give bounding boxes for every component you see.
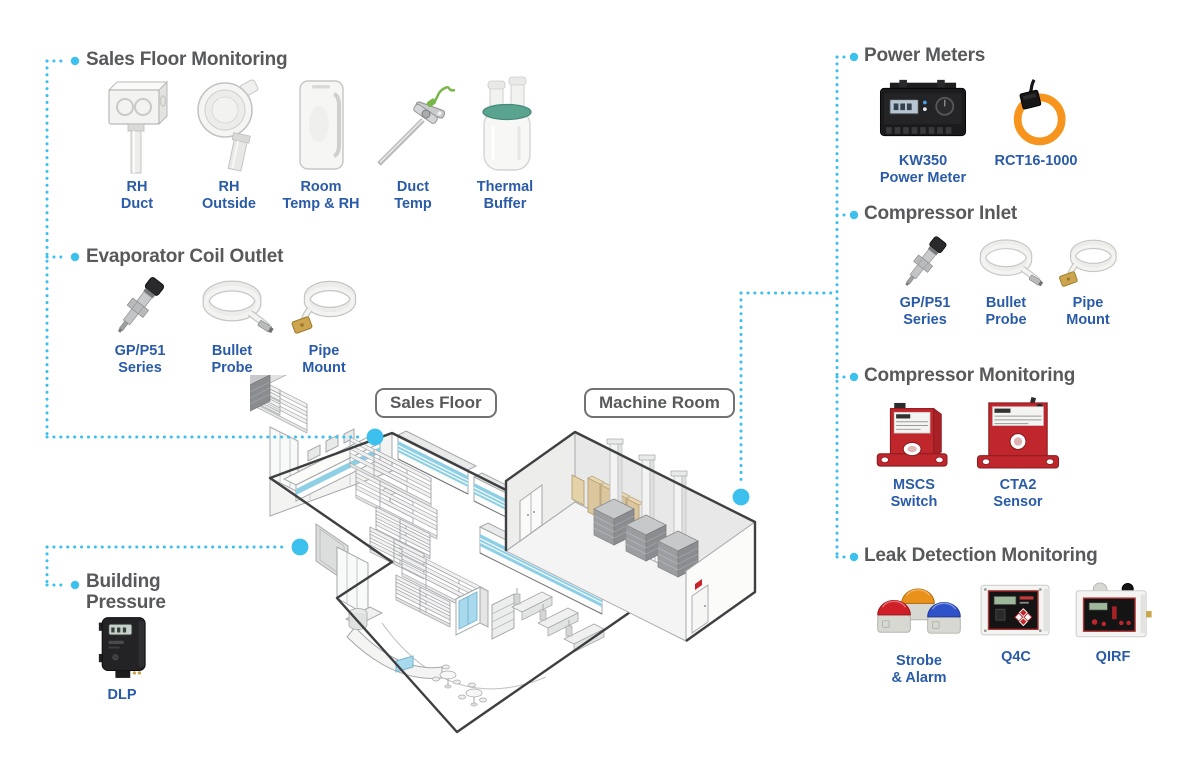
dlp-image bbox=[98, 617, 146, 678]
product-label: MSCS Switch bbox=[890, 477, 938, 510]
product-label: QIRF bbox=[1095, 649, 1131, 665]
product-pipe-mount: Pipe Mount bbox=[1046, 234, 1130, 329]
section-title-evaporator-coil-outlet: Evaporator Coil Outlet bbox=[86, 246, 284, 267]
product-label: GP/P51 Series bbox=[114, 343, 166, 376]
sales-floor-badge: Sales Floor bbox=[375, 388, 497, 418]
product-label: Pipe Mount bbox=[302, 343, 346, 376]
section-title-leak-detection: Leak Detection Monitoring bbox=[864, 545, 1098, 566]
bullet-compressor-inlet bbox=[849, 210, 859, 220]
bullet-probe-image bbox=[965, 234, 1047, 292]
compressor-inlet-products: GP/P51 Series Bullet Probe Pipe Mount bbox=[884, 234, 1130, 329]
product-label: Bullet Probe bbox=[985, 295, 1027, 328]
bullet-probe-image bbox=[186, 274, 278, 340]
leak-detection-products: Strobe & Alarm Q4C bbox=[866, 576, 1166, 687]
qirf-image bbox=[1075, 582, 1152, 638]
product-qirf: QIRF bbox=[1060, 576, 1166, 666]
kw350-image bbox=[879, 79, 967, 137]
product-label: Q4C bbox=[1001, 649, 1031, 665]
product-rh-duct: RH Duct bbox=[91, 76, 183, 213]
bullet-sales-floor-monitoring bbox=[70, 56, 80, 66]
product-label: Duct Temp bbox=[394, 179, 432, 212]
gp-p51-image bbox=[884, 234, 966, 292]
product-label: Strobe & Alarm bbox=[891, 653, 947, 686]
product-duct-temp: Duct Temp bbox=[367, 76, 459, 213]
product-cta2-sensor: CTA2 Sensor bbox=[966, 394, 1070, 511]
red-strobe bbox=[877, 600, 911, 633]
thermal-buffer-image bbox=[482, 76, 532, 171]
product-room-temp-rh: Room Temp & RH bbox=[275, 76, 367, 213]
rh-outside-image bbox=[197, 79, 259, 172]
pipe-mount-image bbox=[278, 274, 370, 340]
product-label: Room Temp & RH bbox=[282, 179, 360, 212]
product-label: CTA2 Sensor bbox=[993, 477, 1043, 510]
section-title-compressor-inlet: Compressor Inlet bbox=[864, 203, 1018, 224]
product-label: RH Outside bbox=[202, 179, 256, 212]
product-bullet-probe: Bullet Probe bbox=[186, 274, 278, 377]
compressor-monitoring-products: MSCS Switch CTA2 Sensor bbox=[862, 394, 1070, 511]
product-label: RCT16-1000 bbox=[994, 153, 1078, 169]
bullet-evaporator-coil-outlet bbox=[70, 252, 80, 262]
power-meters-products: KW350 Power Meter RCT16-1000 bbox=[860, 74, 1086, 187]
rh-duct-image bbox=[107, 80, 169, 174]
product-bullet-probe: Bullet Probe bbox=[966, 234, 1046, 329]
section-title-power-meters: Power Meters bbox=[864, 45, 986, 66]
compressor-racks bbox=[250, 375, 699, 578]
product-label: DLP bbox=[107, 687, 137, 703]
evaporator-coil-outlet-products: GP/P51 Series Bullet Probe Pipe Mount bbox=[94, 274, 370, 377]
product-label: Bullet Probe bbox=[211, 343, 253, 376]
mscs-switch-image bbox=[876, 402, 948, 467]
product-mscs-switch: MSCS Switch bbox=[862, 394, 966, 511]
product-gp-p51: GP/P51 Series bbox=[884, 234, 966, 329]
product-pipe-mount: Pipe Mount bbox=[278, 274, 370, 377]
duct-temp-image bbox=[377, 86, 456, 166]
strobe-alarm-image bbox=[877, 588, 961, 634]
product-label: GP/P51 Series bbox=[899, 295, 951, 328]
store-floorplan-illustration bbox=[250, 375, 757, 734]
product-kw350: KW350 Power Meter bbox=[860, 74, 986, 187]
gp-p51-image bbox=[94, 274, 186, 340]
section-title-building-pressure: Building Pressure bbox=[86, 571, 166, 613]
product-dlp: DLP bbox=[84, 614, 160, 704]
exit-sign bbox=[695, 579, 702, 590]
bullet-building-pressure bbox=[70, 580, 80, 590]
product-rct16-1000: RCT16-1000 bbox=[986, 74, 1086, 170]
product-label: Thermal Buffer bbox=[476, 179, 534, 212]
machine-room-badge: Machine Room bbox=[584, 388, 735, 418]
section-title-compressor-monitoring: Compressor Monitoring bbox=[864, 365, 1076, 386]
product-label: Pipe Mount bbox=[1066, 295, 1110, 328]
machine-room-area bbox=[250, 375, 757, 642]
cooler-units bbox=[454, 586, 515, 640]
product-thermal-buffer: Thermal Buffer bbox=[459, 76, 551, 213]
product-gp-p51: GP/P51 Series bbox=[94, 274, 186, 377]
cta2-sensor-image bbox=[976, 396, 1060, 469]
blue-strobe bbox=[927, 601, 961, 634]
q4c-image bbox=[980, 584, 1050, 636]
section-title-sales-floor-monitoring: Sales Floor Monitoring bbox=[86, 49, 288, 70]
product-label: KW350 Power Meter bbox=[879, 153, 967, 186]
room-temp-rh-image bbox=[299, 80, 344, 170]
exit-door bbox=[691, 584, 709, 634]
pipe-mount-image bbox=[1047, 234, 1129, 292]
building-pressure-products: DLP bbox=[84, 614, 160, 704]
rct16-1000-image bbox=[1013, 79, 1066, 146]
product-label: RH Duct bbox=[120, 179, 154, 212]
product-rh-outside: RH Outside bbox=[183, 76, 275, 213]
sales-floor-monitoring-products: RH Duct RH Outside Room Temp & RH bbox=[91, 76, 551, 213]
bullet-power-meters bbox=[849, 52, 859, 62]
product-strobe-alarm: Strobe & Alarm bbox=[866, 576, 972, 687]
product-q4c: Q4C bbox=[972, 576, 1060, 666]
